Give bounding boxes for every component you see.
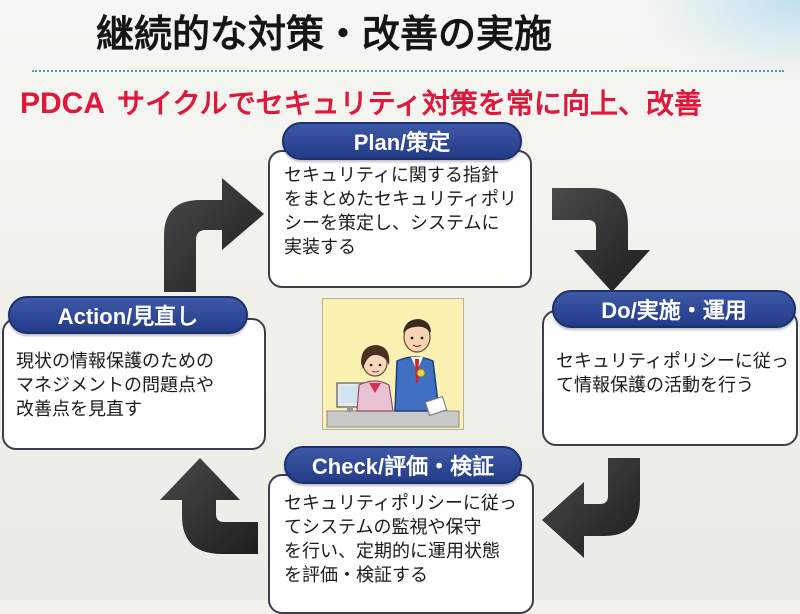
do-line: て情報保護の活動を行う [556,375,754,396]
title-divider [32,70,784,72]
check-line: てシステムの監視や保守 [284,517,482,538]
check-line: を評価・検証する [284,565,428,586]
plan-box: セキュリティに関する指針 をまとめたセキュリティポリ シーを策定し、システムに … [268,150,532,288]
plan-line: セキュリティに関する指針 [284,165,499,186]
action-line: 改善点を見直す [16,399,142,420]
do-label: Do/実施・運用 [552,290,796,328]
do-description: セキュリティポリシーに従っ て情報保護の活動を行う [556,350,794,398]
action-box: 現状の情報保護のための マネジメントの問題点や 改善点を見直す [2,318,266,450]
check-line: を行い、定期的に運用状態 [284,541,500,562]
corner-highlight [640,0,800,80]
slide-subtitle: PDCA サイクルでセキュリティ対策を常に向上、改善 [20,82,702,126]
arrow-check-to-action [160,458,258,554]
arrow-do-to-check [542,458,640,558]
action-label: Action/見直し [8,296,248,334]
do-line: セキュリティポリシーに従っ [556,351,789,372]
plan-description: セキュリティに関する指針 をまとめたセキュリティポリ シーを策定し、システムに … [284,164,524,260]
slide-title: 継続的な対策・改善の実施 [96,12,553,56]
action-description: 現状の情報保護のための マネジメントの問題点や 改善点を見直す [16,350,262,422]
plan-line: をまとめたセキュリティポリ [284,189,517,210]
subtitle-rest: サイクルでセキュリティ対策を常に向上、改善 [117,87,702,120]
office-workers-illustration [322,298,464,430]
workers-image [326,319,460,428]
arrow-action-to-plan [164,178,264,292]
plan-line: 実装する [284,237,356,258]
cycle-arrows [160,178,650,558]
plan-label: Plan/策定 [282,122,522,160]
do-box: セキュリティポリシーに従っ て情報保護の活動を行う [542,310,798,446]
check-box: セキュリティポリシーに従っ てシステムの監視や保守 を行い、定期的に運用状態 を… [268,474,534,614]
action-line: 現状の情報保護のための [16,351,214,372]
subtitle-lead: PDCA [20,87,106,120]
check-label: Check/評価・検証 [284,446,522,484]
arrow-plan-to-do [552,188,650,292]
check-line: セキュリティポリシーに従っ [284,493,517,514]
plan-line: シーを策定し、システムに [284,213,500,234]
action-line: マネジメントの問題点や [16,375,214,396]
check-description: セキュリティポリシーに従っ てシステムの監視や保守 を行い、定期的に運用状態 を… [284,492,530,588]
